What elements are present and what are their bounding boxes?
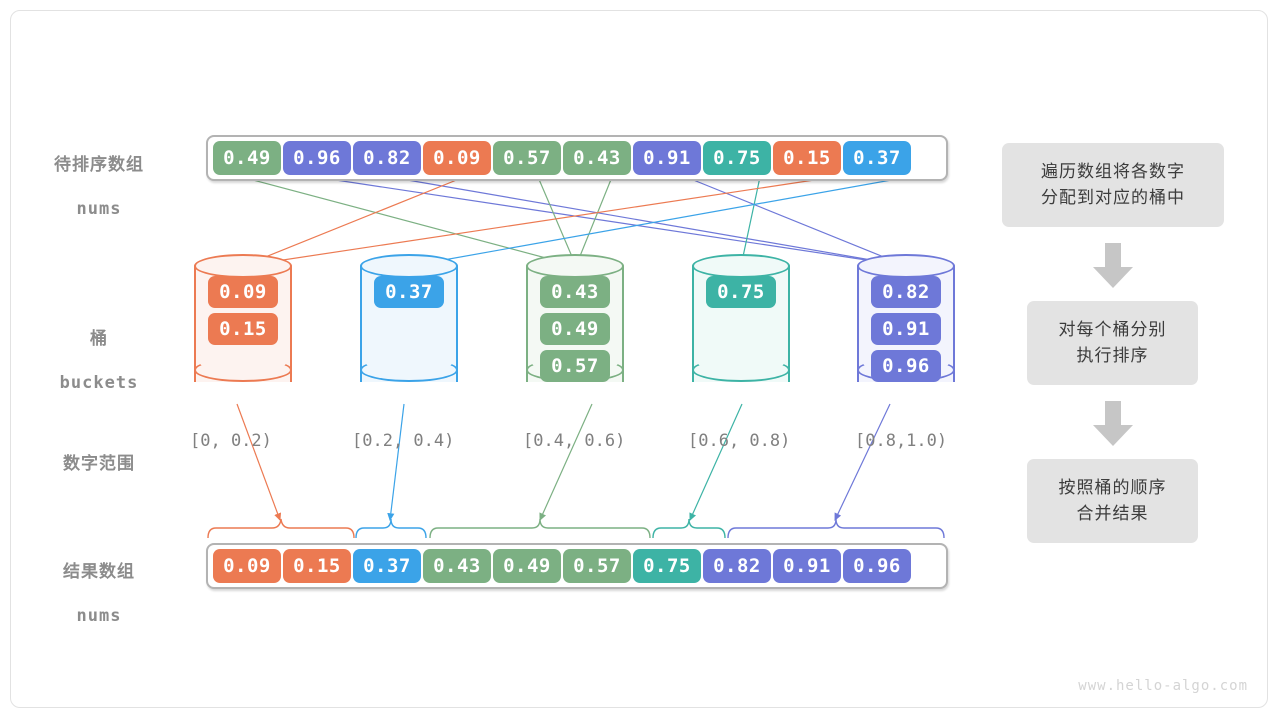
label-buckets: 桶 buckets (24, 306, 174, 417)
label-source-array-en: nums (76, 199, 122, 220)
source-array-cell: 0.96 (283, 141, 351, 175)
bucket-item: 0.37 (374, 276, 444, 308)
result-array-cell: 0.49 (493, 549, 561, 583)
flow-step-1-line2: 分配到对应的桶中 (1041, 188, 1185, 208)
bucket-items: 0.82 0.91 0.96 (857, 276, 955, 382)
flow-arrow-1-icon (1093, 243, 1133, 288)
bucket-3: 0.43 0.49 0.57 (526, 254, 624, 394)
label-buckets-cn: 桶 (90, 328, 108, 349)
bucket-item: 0.82 (871, 276, 941, 308)
result-array-cell: 0.82 (703, 549, 771, 583)
bucket-item: 0.57 (540, 350, 610, 382)
bucket-item: 0.43 (540, 276, 610, 308)
result-array-cell: 0.57 (563, 549, 631, 583)
range-label-2: [0.2, 0.4) (352, 431, 455, 451)
watermark: www.hello-algo.com (1078, 678, 1248, 694)
label-result-array-en: nums (76, 606, 122, 627)
result-array-cell: 0.75 (633, 549, 701, 583)
flow-step-2-line1: 对每个桶分别 (1058, 319, 1167, 340)
result-array-cell: 0.37 (353, 549, 421, 583)
label-number-range: 数字范围 (24, 431, 174, 497)
label-result-array-cn: 结果数组 (63, 561, 135, 582)
bucket-1: 0.09 0.15 (194, 254, 292, 394)
flow-step-1-line1: 遍历数组将各数字 (1041, 161, 1185, 182)
result-array-cell: 0.43 (423, 549, 491, 583)
bucket-item: 0.49 (540, 313, 610, 345)
label-result-array: 结果数组 nums (24, 539, 174, 650)
flow-step-3-line1: 按照桶的顺序 (1058, 477, 1167, 498)
label-source-array: 待排序数组 nums (24, 132, 174, 243)
bucket-item: 0.96 (871, 350, 941, 382)
flow-step-2: 对每个桶分别 执行排序 (1027, 301, 1198, 385)
result-array-cell: 0.09 (213, 549, 281, 583)
bucket-items: 0.37 (360, 276, 458, 308)
bucket-lid (857, 254, 955, 278)
label-source-array-cn: 待排序数组 (54, 154, 144, 175)
bucket-2: 0.37 (360, 254, 458, 394)
bucket-base (360, 358, 458, 382)
bucket-items: 0.75 (692, 276, 790, 308)
result-array-cell: 0.15 (283, 549, 351, 583)
source-array-cell: 0.91 (633, 141, 701, 175)
bucket-base (692, 358, 790, 382)
bucket-lid (692, 254, 790, 278)
bucket-base (194, 358, 292, 382)
source-array-cell: 0.57 (493, 141, 561, 175)
flow-step-2-line2: 执行排序 (1076, 346, 1149, 366)
bucket-item: 0.75 (706, 276, 776, 308)
label-number-range-cn: 数字范围 (63, 453, 135, 474)
range-label-4: [0.6, 0.8) (688, 431, 791, 451)
bucket-5: 0.82 0.91 0.96 (857, 254, 955, 394)
source-array-cell: 0.75 (703, 141, 771, 175)
label-buckets-en: buckets (59, 373, 139, 394)
bucket-lid (526, 254, 624, 278)
result-array-cell: 0.91 (773, 549, 841, 583)
flow-step-3: 按照桶的顺序 合并结果 (1027, 459, 1198, 543)
bucket-lid (194, 254, 292, 278)
bucket-item: 0.15 (208, 313, 278, 345)
source-array-cell: 0.43 (563, 141, 631, 175)
bucket-lid (360, 254, 458, 278)
source-array-cell: 0.15 (773, 141, 841, 175)
bucket-item: 0.09 (208, 276, 278, 308)
bucket-item: 0.91 (871, 313, 941, 345)
source-array-cell: 0.82 (353, 141, 421, 175)
bucket-items: 0.09 0.15 (194, 276, 292, 345)
source-array-cell: 0.49 (213, 141, 281, 175)
range-label-1: [0, 0.2) (190, 431, 272, 451)
range-label-5: [0.8,1.0) (855, 431, 948, 451)
source-array-cell: 0.37 (843, 141, 911, 175)
flow-arrow-2-icon (1093, 401, 1133, 446)
bucket-4: 0.75 (692, 254, 790, 394)
flow-step-1: 遍历数组将各数字 分配到对应的桶中 (1002, 143, 1224, 227)
flow-step-3-line2: 合并结果 (1076, 504, 1149, 524)
source-array-cell: 0.09 (423, 141, 491, 175)
result-array-cell: 0.96 (843, 549, 911, 583)
diagram-frame (10, 10, 1268, 708)
bucket-items: 0.43 0.49 0.57 (526, 276, 624, 382)
range-label-3: [0.4, 0.6) (523, 431, 626, 451)
